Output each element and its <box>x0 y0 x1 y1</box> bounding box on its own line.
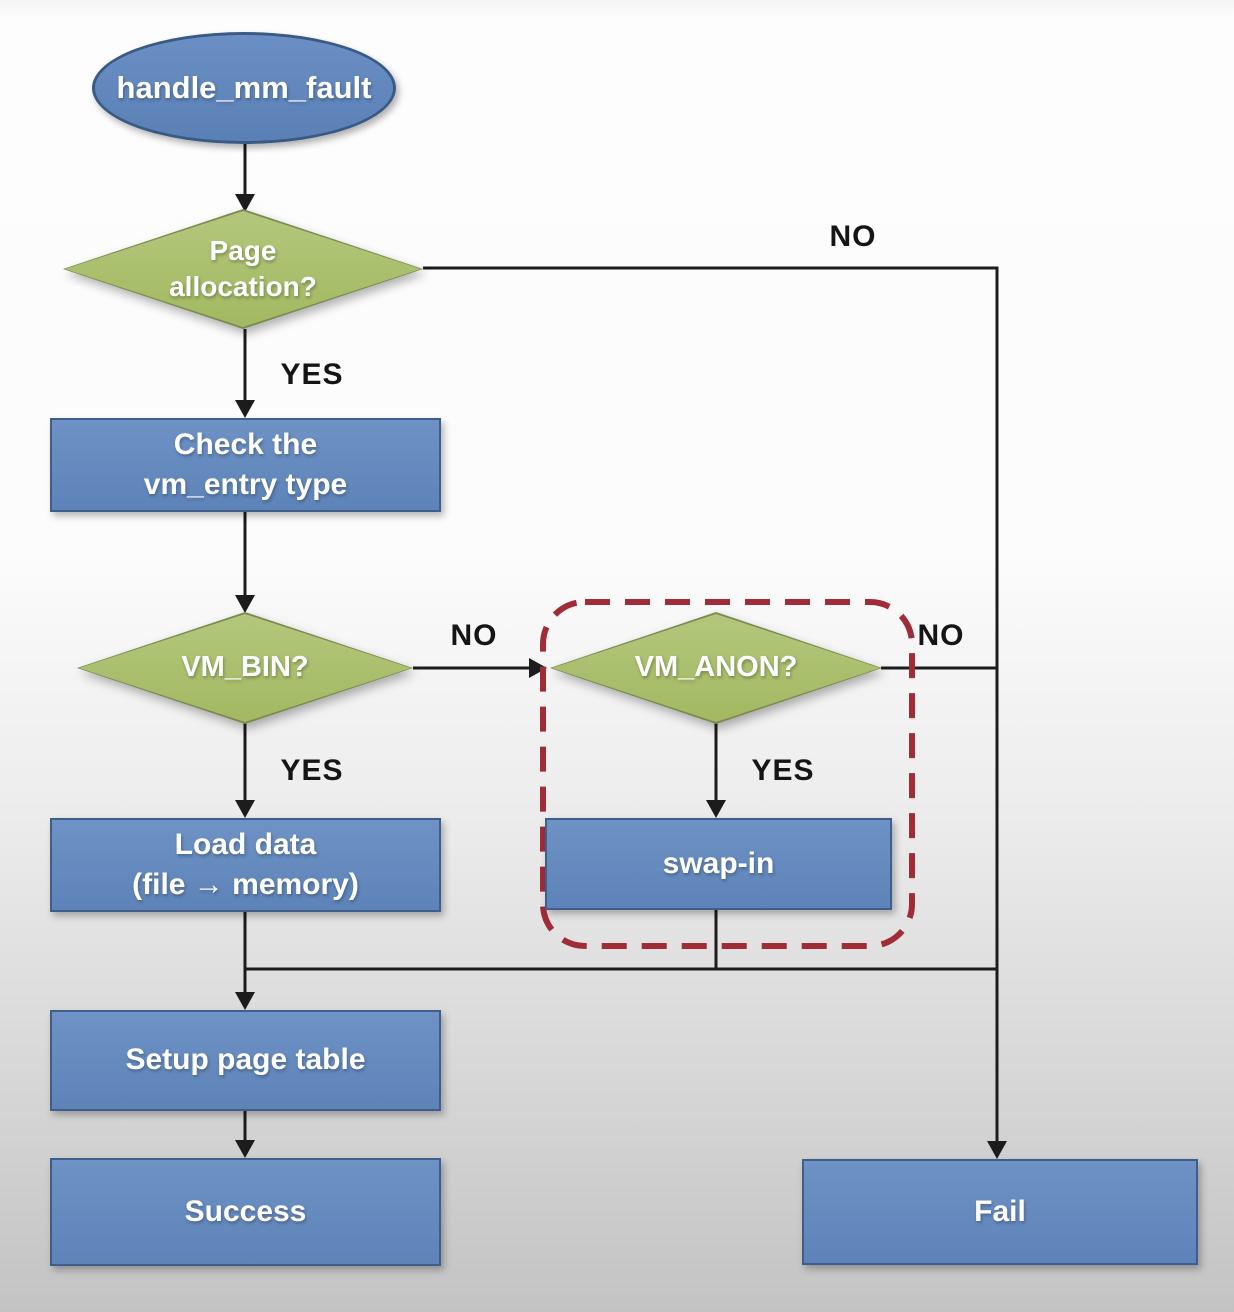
arrowheads <box>235 194 1007 1159</box>
decision-page-allocation-line2: allocation? <box>169 271 317 302</box>
process-swap-in: swap-in <box>545 818 892 910</box>
decision-page-allocation: Page allocation? <box>63 209 423 329</box>
node-start-label: handle_mm_fault <box>116 70 372 106</box>
decision-vm-anon-label: VM_ANON? <box>634 651 798 684</box>
label-vm-bin-no: NO <box>450 619 498 652</box>
decision-page-allocation-line1: Page <box>209 234 277 266</box>
label-page-allocation-no: NO <box>829 220 877 253</box>
arrowhead-into-setup <box>235 992 255 1010</box>
terminal-fail-label: Fail <box>974 1194 1026 1228</box>
label-vm-bin-yes: YES <box>280 754 344 787</box>
decision-vm-bin: VM_BIN? <box>77 612 413 724</box>
edge-page-allocation-no-to-fail <box>423 266 999 1144</box>
process-setup-page-table-label: Setup page table <box>125 1043 366 1077</box>
process-load-data-line1: Load data <box>174 827 317 861</box>
arrowhead-into-success <box>235 1140 255 1158</box>
arrowhead-into-vm-bin <box>235 595 255 613</box>
arrowhead-into-load-data <box>235 800 255 818</box>
process-load-data-line2: (file → memory) <box>132 868 359 901</box>
decision-vm-bin-label: VM_BIN? <box>181 651 309 684</box>
highlight-dashed-box <box>540 599 915 949</box>
terminal-fail: Fail <box>802 1159 1198 1265</box>
decision-vm-anon: VM_ANON? <box>550 612 882 724</box>
process-check-vm-entry-line2: vm_entry type <box>143 468 348 501</box>
label-page-allocation-yes: YES <box>280 358 344 391</box>
label-vm-anon-no: NO <box>917 619 965 652</box>
arrowhead-into-page-allocation <box>235 194 255 212</box>
process-swap-in-label: swap-in <box>662 846 775 880</box>
terminal-success: Success <box>50 1158 441 1266</box>
process-check-vm-entry-line1: Check the <box>173 427 318 461</box>
label-vm-anon-yes: YES <box>751 754 815 787</box>
terminal-success-label: Success <box>184 1194 307 1228</box>
arrowhead-into-fail <box>987 1141 1007 1159</box>
process-setup-page-table: Setup page table <box>50 1010 441 1111</box>
process-check-vm-entry: Check the vm_entry type <box>50 418 441 512</box>
process-load-data: Load data (file → memory) <box>50 818 441 912</box>
arrowhead-into-swap-in <box>706 800 726 818</box>
arrowhead-into-vm-anon <box>529 658 547 678</box>
arrowhead-into-check <box>235 400 255 418</box>
node-start: handle_mm_fault <box>92 32 396 144</box>
